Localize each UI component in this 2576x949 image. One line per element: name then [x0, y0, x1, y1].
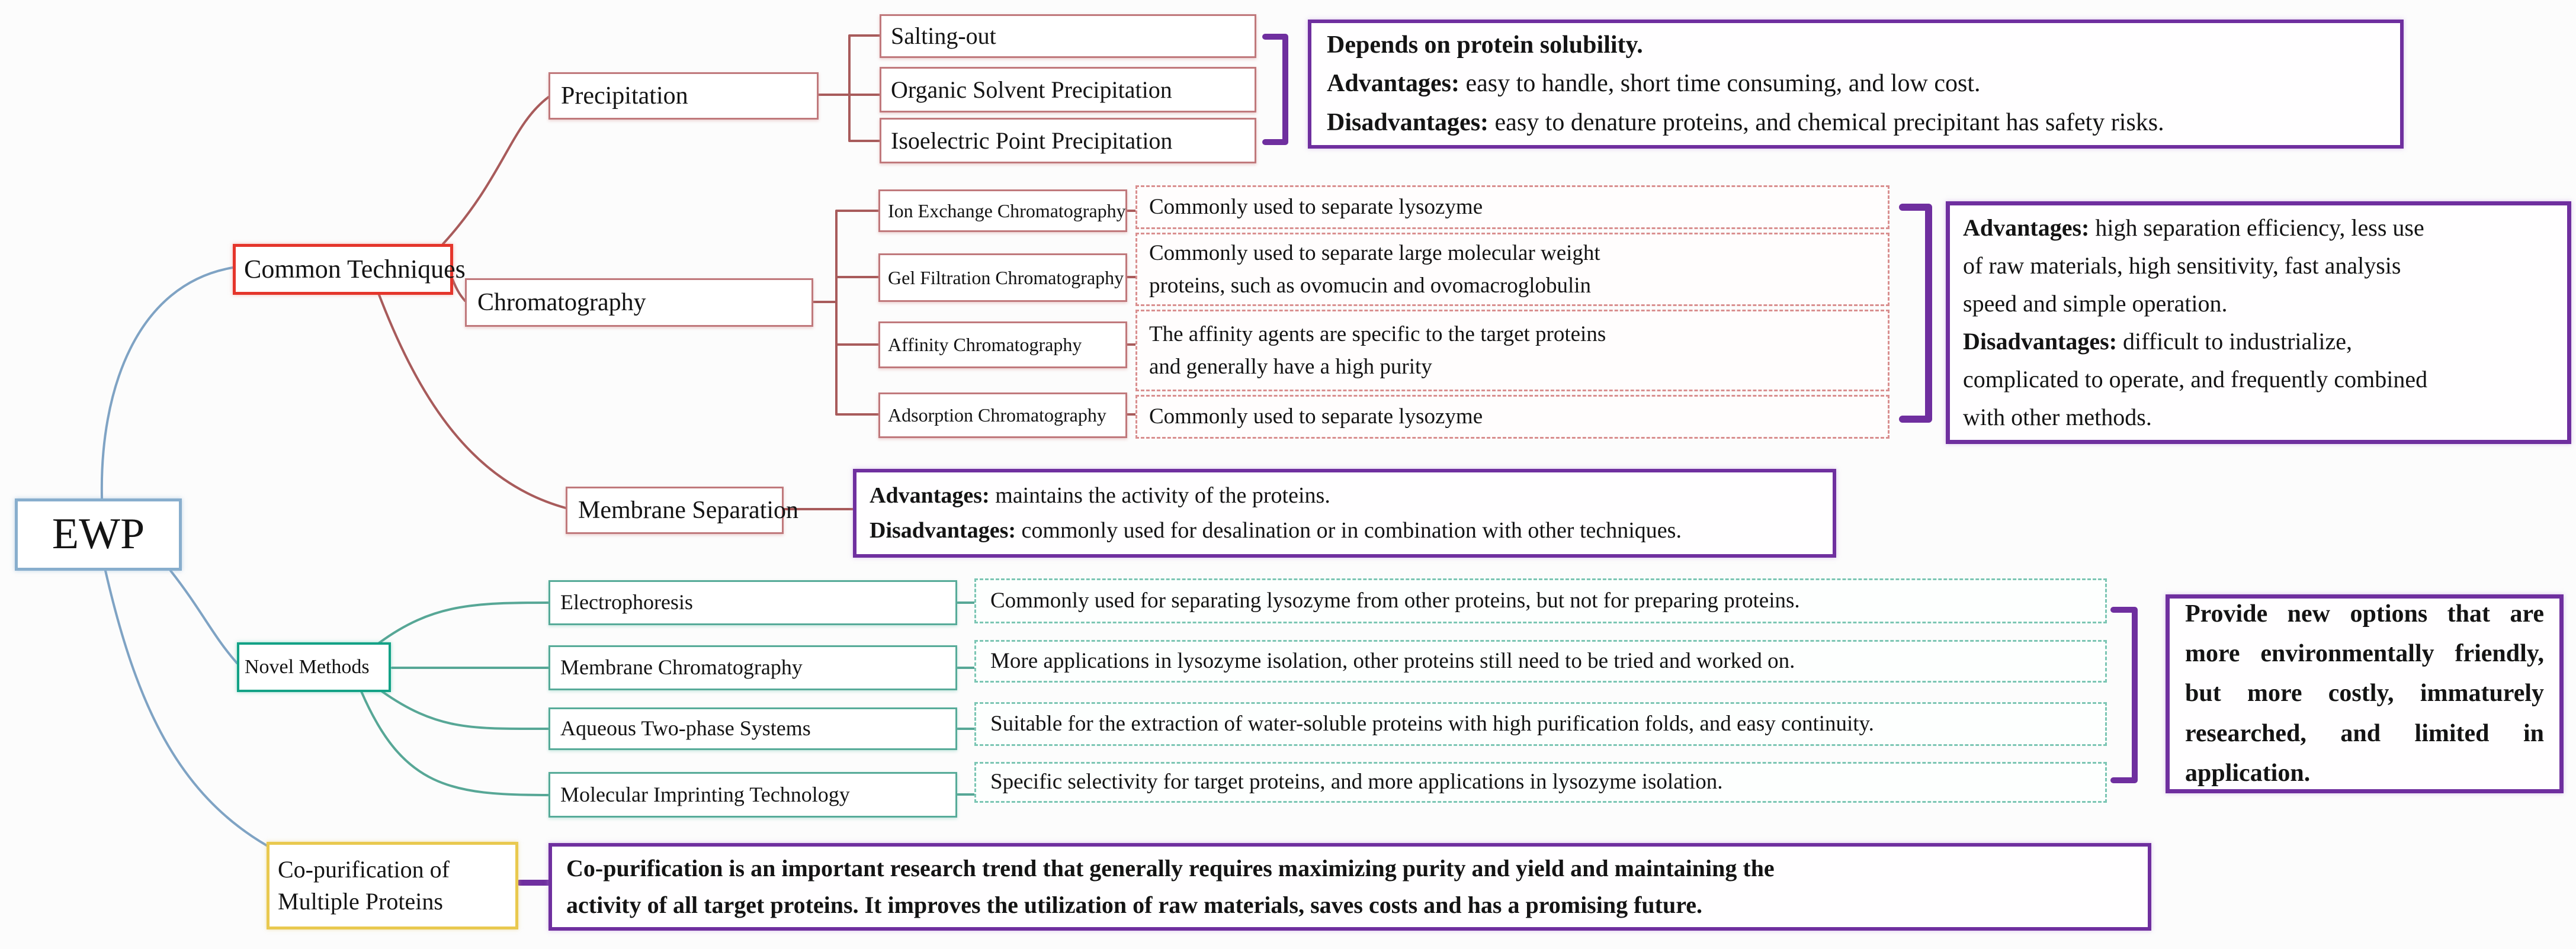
edge-common-membrane-separation	[378, 294, 567, 509]
desc-aqueous-two-phase: Suitable for the extraction of water-sol…	[974, 702, 2107, 746]
note-precipitation-title: Depends on protein solubility.	[1327, 31, 1643, 59]
desc-electrophoresis: Commonly used for separating lysozyme fr…	[974, 578, 2107, 623]
edge-precipitation-branch	[817, 34, 881, 142]
node-gel-filtration-chromatography: Gel Filtration Chromatography	[878, 253, 1127, 302]
note-membrane-disadvantages: Disadvantages: commonly used for desalin…	[870, 518, 1682, 543]
edge-novel-electrophoresis	[378, 601, 550, 644]
note-membrane-separation: Advantages: maintains the activity of th…	[853, 469, 1836, 558]
node-ewp: EWP	[15, 498, 182, 571]
node-precipitation: Precipitation	[548, 72, 819, 120]
edge-common-precipitation	[442, 96, 550, 245]
note-novel-text: Provide new options that are more enviro…	[2185, 600, 2544, 787]
node-affinity-chromatography: Affinity Chromatography	[878, 321, 1127, 368]
edge-ewp-novel-methods	[169, 570, 238, 664]
desc-affinity: The affinity agents are specific to the …	[1135, 310, 1890, 391]
note-co-purification-text: Co-purification is an important research…	[566, 855, 1775, 918]
note-chromatography: Advantages: high separation efficiency, …	[1946, 201, 2571, 444]
edge-ewp-common-techniques	[100, 266, 234, 500]
desc-gel-filtration: Commonly used to separate large molecula…	[1135, 233, 1890, 306]
desc-molecular-imprinting: Specific selectivity for target proteins…	[974, 762, 2107, 803]
desc-adsorption: Commonly used to separate lysozyme	[1135, 395, 1890, 439]
note-membrane-advantages: Advantages: maintains the activity of th…	[870, 483, 1330, 509]
node-chromatography: Chromatography	[465, 278, 813, 327]
edge-ewp-co-purification	[104, 570, 268, 847]
edge-common-chromatography	[451, 278, 466, 302]
node-novel-methods: Novel Methods	[237, 642, 391, 692]
note-chromatography-disadvantages: Disadvantages: difficult to industrializ…	[1963, 328, 2428, 430]
bracket-chromatography	[1899, 204, 1932, 423]
note-novel-methods: Provide new options that are more enviro…	[2166, 594, 2564, 793]
edge-novel-aqueous	[381, 690, 550, 731]
desc-ion-exchange: Commonly used to separate lysozyme	[1135, 185, 1890, 229]
node-membrane-chromatography: Membrane Chromatography	[548, 645, 957, 690]
note-co-purification: Co-purification is an important research…	[548, 843, 2151, 931]
bracket-novel	[2110, 607, 2138, 783]
note-chromatography-advantages: Advantages: high separation efficiency, …	[1963, 214, 2424, 317]
node-isoelectric-point-precipitation: Isoelectric Point Precipitation	[880, 118, 1256, 163]
note-precipitation-advantages: Advantages: easy to handle, short time c…	[1327, 70, 1981, 98]
edge-chromatography-branch	[813, 210, 880, 416]
node-electrophoresis: Electrophoresis	[548, 580, 957, 625]
note-precipitation-disadvantages: Disadvantages: easy to denature proteins…	[1327, 108, 2164, 136]
note-precipitation: Depends on protein solubility. Advantage…	[1308, 20, 2404, 149]
node-membrane-separation: Membrane Separation	[566, 487, 798, 534]
bracket-precipitation	[1262, 34, 1288, 145]
node-salting-out: Salting-out	[880, 14, 1256, 58]
node-ion-exchange-chromatography: Ion Exchange Chromatography	[878, 189, 1127, 232]
edge-novel-children-to-notes	[957, 601, 976, 796]
node-aqueous-two-phase-systems: Aqueous Two-phase Systems	[548, 707, 957, 750]
node-co-purification: Co-purification of Multiple Proteins	[267, 842, 518, 929]
node-organic-solvent-precipitation: Organic Solvent Precipitation	[880, 67, 1256, 112]
node-common-techniques: Common Techniques	[233, 244, 466, 295]
node-adsorption-chromatography: Adsorption Chromatography	[878, 393, 1127, 438]
edge-novel-molecular	[360, 690, 550, 796]
desc-membrane-chromatography: More applications in lysozyme isolation,…	[974, 640, 2107, 683]
edge-chrom-children-to-notes	[1126, 210, 1137, 416]
node-molecular-imprinting-technology: Molecular Imprinting Technology	[548, 772, 957, 818]
